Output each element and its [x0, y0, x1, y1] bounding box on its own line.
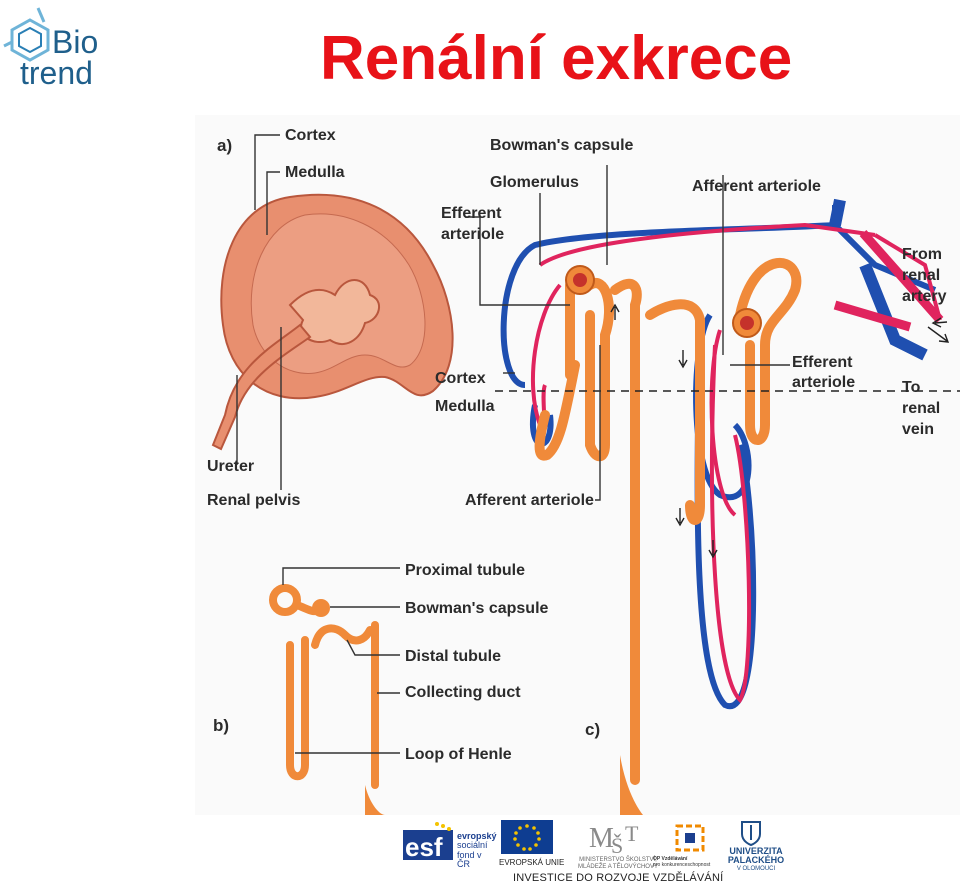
label-efferent-right-1: Efferent	[792, 354, 853, 371]
panel-a-kidney: a) Cortex Medulla Ureter Renal pelvis	[207, 127, 454, 509]
label-afferent-arteriole-top: Afferent arteriole	[692, 178, 821, 195]
label-from-renal-artery-3: artery	[902, 288, 947, 305]
artery-network	[530, 222, 942, 704]
svg-text:T: T	[625, 821, 639, 846]
label-to-renal-vein-1: To	[902, 379, 921, 396]
label-proximal-tubule: Proximal tubule	[405, 562, 525, 579]
msmt-caption-1: MINISTERSTVO ŠKOLSTVÍ,	[579, 857, 657, 863]
bowmans-capsule-b	[312, 599, 330, 617]
biotrend-logo: Bio trend	[0, 2, 120, 92]
panel-c-letter: c)	[585, 720, 600, 739]
logo-bio-text: Bio	[52, 24, 99, 60]
label-distal-tubule: Distal tubule	[405, 648, 501, 665]
panel-c-leader-lines	[465, 165, 790, 501]
esf-caption-2: sociální	[457, 840, 488, 851]
eu-flag-icon	[501, 820, 553, 854]
msmt-logo-icon: M Š T	[585, 817, 655, 858]
op-caption-1: OP Vzdělávání	[653, 856, 688, 862]
hexagon-logo-icon	[3, 7, 50, 62]
investice-text: INVESTICE DO ROZVOJE VZDĚLÁVÁNÍ	[513, 872, 724, 884]
label-renal-pelvis: Renal pelvis	[207, 492, 300, 509]
label-to-renal-vein-2: renal	[902, 400, 940, 417]
kidney-diagram: a) Cortex Medulla Ureter Renal pelvis b)…	[195, 115, 960, 815]
label-medulla-a: Medulla	[285, 164, 345, 181]
esf-caption-1: evropský	[457, 831, 497, 841]
label-ureter: Ureter	[207, 458, 254, 475]
label-collecting-duct: Collecting duct	[405, 684, 521, 701]
esf-logo: esf evropský sociální fond v ČR	[403, 820, 497, 870]
up-caption-1: UNIVERZITA	[729, 846, 783, 856]
page-title: Renální exkrece	[320, 24, 793, 93]
label-efferent-left-2: arteriole	[441, 226, 504, 243]
flow-arrows	[610, 303, 950, 559]
ureter-shape	[211, 323, 312, 451]
esf-word: esf	[405, 832, 443, 862]
panel-b-leader-lines	[282, 567, 400, 754]
up-caption-3: V OLOMOUCI	[736, 865, 776, 872]
panel-a-leader-lines	[236, 134, 282, 490]
logo-trend-text: trend	[20, 55, 93, 91]
panel-b-letter: b)	[213, 716, 229, 735]
label-efferent-left-1: Efferent	[441, 205, 502, 222]
renal-vein-trunk	[829, 198, 928, 361]
msmt-caption-2: MLÁDEŽE A TĚLOVÝCHOVY	[578, 863, 658, 870]
label-afferent-arteriole-bottom: Afferent arteriole	[465, 492, 594, 509]
esf-caption-3: fond v ČR	[457, 849, 482, 870]
collecting-duct-end	[620, 755, 643, 815]
univerzita-palackeho-crest-icon	[740, 820, 762, 847]
label-to-renal-vein-3: vein	[902, 421, 934, 438]
label-cortex-a: Cortex	[285, 127, 336, 144]
label-glomerulus: Glomerulus	[490, 174, 579, 191]
panel-b-nephron: b) Proximal tubule Bowman's capsule Dist…	[213, 562, 549, 815]
up-caption: UNIVERZITA PALACKÉHO V OLOMOUCI	[721, 846, 791, 872]
label-from-renal-artery-2: renal	[902, 267, 940, 284]
op-vzdelavani-logo-icon	[673, 822, 707, 854]
label-loop-of-henle: Loop of Henle	[405, 746, 512, 763]
esf-stars-icon: esf	[403, 822, 453, 862]
op-caption-2: pro konkurenceschopnost	[653, 861, 711, 868]
panel-c-nephron: c) Bowman's capsule Glomerulus Efferent …	[435, 137, 960, 815]
label-bowmans-capsule-b: Bowman's capsule	[405, 600, 549, 617]
label-bowmans-capsule-c: Bowman's capsule	[490, 137, 634, 154]
glomerulus-left	[573, 273, 587, 287]
glomerulus-right	[740, 316, 754, 330]
label-efferent-right-2: arteriole	[792, 374, 855, 391]
eu-caption: EVROPSKÁ UNIE	[499, 858, 565, 867]
renal-pelvis-shape	[288, 279, 380, 345]
kidney-figure: a) Cortex Medulla Ureter Renal pelvis b)…	[195, 115, 960, 815]
op-caption: OP Vzdělávání pro konkurenceschopnost	[653, 856, 733, 868]
up-caption-2: PALACKÉHO	[727, 855, 785, 866]
panel-a-letter: a)	[217, 136, 232, 155]
funding-logos-footer: esf evropský sociální fond v ČR EVROPSKÁ…	[395, 812, 815, 885]
svg-text:M: M	[589, 823, 614, 854]
svg-text:Š: Š	[611, 833, 623, 857]
label-medulla-c: Medulla	[435, 398, 495, 415]
label-from-renal-artery-1: From	[902, 246, 942, 263]
msmt-caption: MINISTERSTVO ŠKOLSTVÍ, MLÁDEŽE A TĚLOVÝC…	[563, 857, 673, 870]
tubule-network	[534, 257, 802, 785]
label-cortex-c: Cortex	[435, 370, 486, 387]
renal-artery-trunk	[833, 230, 944, 332]
